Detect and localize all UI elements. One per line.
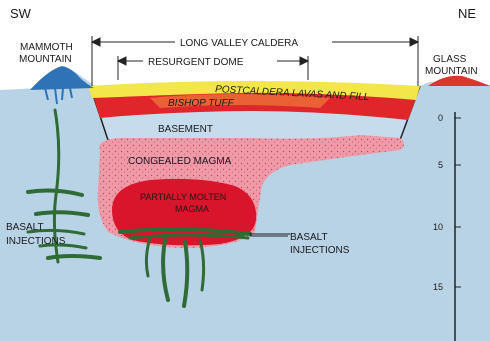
glass-label-line2: MOUNTAIN <box>425 66 478 77</box>
caldera-label: LONG VALLEY CALDERA <box>180 38 298 49</box>
bishop-tuff-label: BISHOP TUFF <box>168 98 235 109</box>
depth-tick-label-15: 15 <box>433 282 443 292</box>
mammoth-mountain <box>30 66 94 90</box>
mammoth-label-line1: MAMMOTH <box>20 42 73 53</box>
basalt-right-label-line2: INJECTIONS <box>290 245 350 256</box>
basalt-left-label-line2: INJECTIONS <box>6 236 66 247</box>
congealed-magma-label: CONGEALED MAGMA <box>128 156 232 167</box>
glass-label-line1: GLASS <box>433 54 467 65</box>
depth-tick-label-10: 10 <box>433 222 443 232</box>
basement-label: BASEMENT <box>158 124 213 135</box>
basalt-right-label-line1: BASALT <box>290 232 328 243</box>
basalt-left-label-line1: BASALT <box>6 222 44 233</box>
dome-label: RESURGENT DOME <box>148 57 244 68</box>
mammoth-label-line2: MOUNTAIN <box>19 54 72 65</box>
depth-tick-label-5: 5 <box>438 160 443 170</box>
direction-ne: NE <box>458 6 476 21</box>
direction-sw: SW <box>10 6 32 21</box>
depth-tick-label-0: 0 <box>438 113 443 123</box>
partially-molten-label-line2: MAGMA <box>175 204 209 214</box>
glass-mountain <box>428 76 490 86</box>
partially-molten-label-line1: PARTIALLY MOLTEN <box>140 192 226 202</box>
